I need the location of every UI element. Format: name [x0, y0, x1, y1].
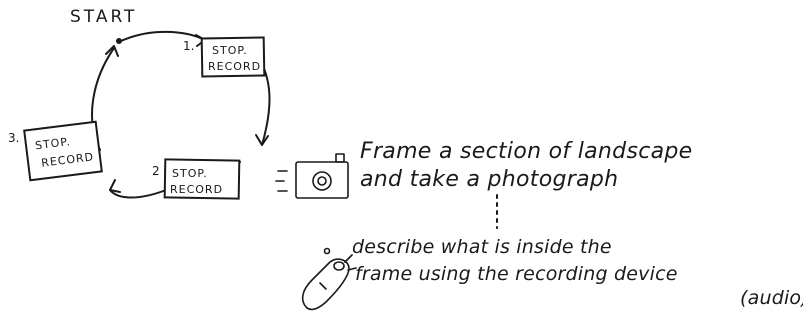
step-1-number: 1. — [183, 39, 194, 53]
step-3-number: 3. — [8, 131, 19, 145]
step-2-line1: STOP. — [172, 167, 208, 180]
step-2-box — [163, 158, 241, 200]
step-2-number: 2 — [152, 164, 160, 178]
audio-recorder-icon — [301, 247, 357, 311]
step-1: 1. STOP. RECORD — [183, 36, 266, 78]
recorder-note-line-3: (audio) — [740, 287, 803, 309]
recorder-note-line-1: describe what is inside the — [352, 236, 612, 258]
start-point — [116, 38, 122, 44]
step-1-line2: RECORD — [208, 60, 261, 73]
step-1-line1: STOP. — [212, 44, 248, 57]
arrowhead-to-start — [105, 45, 119, 57]
step-3: 3. STOP. RECORD — [8, 120, 103, 182]
camera-note-line-1: Frame a section of landscape — [360, 139, 692, 164]
camera-note-line-2: and take a photograph — [360, 167, 618, 192]
arrowhead-to-step-3 — [109, 179, 121, 193]
start-label: START — [70, 7, 137, 27]
step-1-box — [200, 36, 266, 78]
recorder-note-line-2: frame using the recording device — [355, 263, 678, 285]
arrowhead-to-step-2 — [255, 134, 269, 146]
step-2-line2: RECORD — [170, 183, 223, 196]
camera-icon — [275, 153, 349, 199]
step-3-line1: STOP. — [34, 135, 71, 152]
step-3-line2: RECORD — [41, 150, 95, 169]
step-2: 2 STOP. RECORD — [152, 158, 241, 200]
step-3-box — [23, 120, 103, 182]
